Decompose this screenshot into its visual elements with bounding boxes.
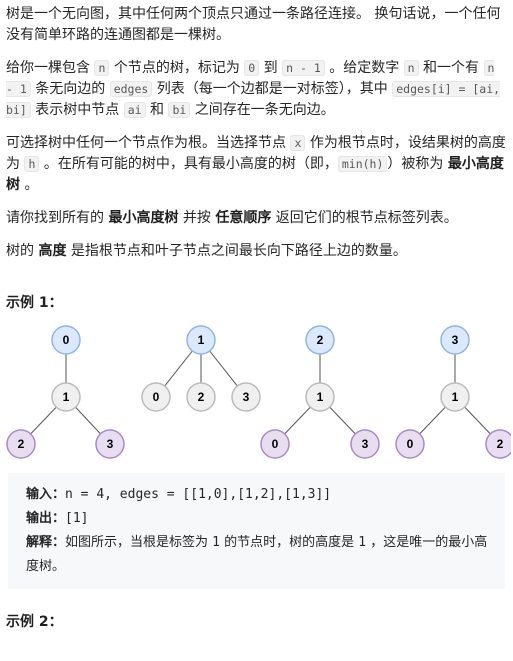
code-n-2: n: [403, 60, 419, 76]
tree2-root-label: 1: [198, 333, 205, 347]
tree1-root-node: [51, 325, 81, 355]
tree4-root-label: 3: [452, 333, 459, 347]
trees-diagram: 0 1 2 3 1 0 2 3 2: [6, 325, 511, 459]
code-edges: edges: [109, 81, 153, 97]
example-2-title: 示例 2：: [6, 614, 63, 630]
tree3-mid-label: 1: [317, 390, 324, 404]
tree2-child-label-2: 2: [198, 390, 205, 404]
tree4-leaf-node-2: [485, 429, 511, 459]
code-bi: bi: [168, 102, 191, 118]
term-min-height-tree: 最小高度树: [6, 156, 504, 193]
output-value: [1]: [65, 511, 89, 526]
tree3-mid-node: [305, 382, 335, 412]
tree1-leaf-node-1: [6, 429, 36, 459]
explain-value-2: 1: [358, 535, 367, 550]
tree3-leaf-label-1: 0: [272, 437, 279, 451]
tree1-leaf-label-1: 2: [18, 437, 25, 451]
tree3-root-node: [305, 325, 335, 355]
code-n-minus-1: n - 1: [282, 60, 325, 76]
tree-4: 3 1 0 2: [395, 325, 511, 459]
intro-paragraph-5: 树的 高度 是指根节点和叶子节点之间最长向下路径上边的数量。: [6, 243, 407, 259]
tree1-leaf-label-2: 3: [107, 437, 114, 451]
tree4-mid-node: [440, 382, 470, 412]
intro-paragraph-1: 树是一个无向图，其中任何两个顶点只通过一条路径连接。 换句话说，一个任何没有简单…: [6, 6, 501, 43]
tree4-mid-label: 1: [452, 390, 459, 404]
term-any-order: 任意顺序: [215, 210, 272, 226]
example-1-input-line: 输入：n = 4, edges = [[1,0],[1,2],[1,3]]: [26, 483, 491, 507]
intro-paragraph-4: 请你找到所有的 最小高度树 并按 任意顺序 返回它们的根节点标签列表。: [6, 210, 458, 226]
tree2-child-node-3: [231, 382, 261, 412]
code-h: h: [24, 156, 40, 172]
tree2-child-label-3: 3: [243, 390, 250, 404]
code-ai: ai: [123, 102, 146, 118]
tree-1: 0 1 2 3: [6, 325, 125, 459]
code-n: n: [94, 60, 110, 76]
example-1-output-line: 输出：[1]: [26, 507, 491, 531]
input-label: 输入：: [26, 487, 66, 502]
tree3-leaf-label-2: 3: [362, 437, 369, 451]
output-label: 输出：: [26, 511, 66, 526]
tree4-leaf-node-1: [395, 429, 425, 459]
tree4-leaf-label-2: 2: [497, 437, 504, 451]
tree1-root-label: 0: [63, 333, 70, 347]
example-1-explain-line: 解释：如图所示，当根是标签为 1 的节点时，树的高度是 1 ，这是唯一的最小高度…: [26, 535, 488, 574]
explain-value-1: 1: [212, 535, 220, 550]
code-zero: 0: [244, 60, 260, 76]
tree2-child-node-2: [186, 382, 216, 412]
tree3-leaf-node-1: [260, 429, 290, 459]
example-1-io-block: 输入：n = 4, edges = [[1,0],[1,2],[1,3]] 输出…: [8, 473, 505, 589]
code-x: x: [290, 135, 306, 151]
tree-2: 1 0 2 3: [141, 325, 261, 412]
tree1-leaf-node-2: [95, 429, 125, 459]
tree-3: 2 1 0 3: [260, 325, 380, 459]
example-1-figure: 0 1 2 3 1 0 2 3 2: [6, 322, 511, 477]
tree4-leaf-label-1: 0: [407, 437, 414, 451]
tree3-root-label: 2: [317, 333, 324, 347]
explain-label: 解释：: [26, 535, 66, 550]
tree2-child-label-1: 0: [153, 390, 160, 404]
tree1-mid-label: 1: [63, 390, 70, 404]
intro-paragraph-3: 可选择树中任何一个节点作为根。当选择节点 x 作为根节点时，设结果树的高度为 h…: [6, 135, 506, 193]
code-min-h: min(h): [337, 156, 388, 172]
tree2-child-node-1: [141, 382, 171, 412]
example-1-title: 示例 1：: [6, 295, 63, 311]
tree2-root-node: [186, 325, 216, 355]
tree-edges: [20, 339, 501, 445]
tree3-leaf-node-2: [350, 429, 380, 459]
term-min-height-tree-2: 最小高度树: [108, 210, 179, 226]
tree1-mid-node: [51, 382, 81, 412]
tree4-root-node: [440, 325, 470, 355]
term-height: 高度: [38, 243, 67, 259]
input-value: n = 4, edges = [[1,0],[1,2],[1,3]]: [65, 487, 332, 502]
intro-paragraph-2: 给你一棵包含 n 个节点的树，标记为 0 到 n - 1 。给定数字 n 和一个…: [6, 60, 501, 118]
